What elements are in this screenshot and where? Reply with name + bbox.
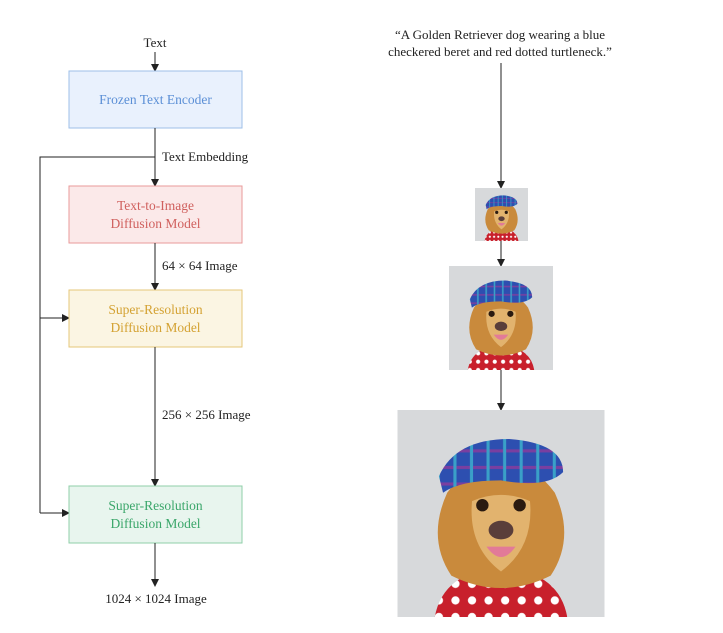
input-text-label: Text bbox=[144, 35, 167, 50]
embedding-skip-line bbox=[39, 156, 155, 513]
box-label: Super-Resolution bbox=[108, 302, 202, 317]
prompt-line-2: checkered beret and red dotted turtlenec… bbox=[388, 44, 612, 59]
box-label: Super-Resolution bbox=[108, 498, 202, 513]
prompt-line-1: “A Golden Retriever dog wearing a blue bbox=[395, 27, 605, 42]
dog-image-1024 bbox=[397, 410, 605, 617]
box-label: Text-to-Image bbox=[117, 198, 194, 213]
text-to-image-box: Text-to-Image Diffusion Model bbox=[68, 185, 243, 244]
frozen-text-encoder-box: Frozen Text Encoder bbox=[68, 70, 243, 129]
text-embedding-label: Text Embedding bbox=[162, 149, 249, 164]
dog-image-64 bbox=[475, 188, 528, 241]
output-label-256: 256 × 256 Image bbox=[162, 407, 251, 422]
box-label: Diffusion Model bbox=[110, 516, 200, 531]
super-resolution-box-1: Super-Resolution Diffusion Model bbox=[68, 289, 243, 348]
output-label-64: 64 × 64 Image bbox=[162, 258, 238, 273]
dog-image-256 bbox=[449, 266, 553, 370]
box-label: Diffusion Model bbox=[110, 320, 200, 335]
output-label-1024: 1024 × 1024 Image bbox=[105, 591, 207, 606]
super-resolution-box-2: Super-Resolution Diffusion Model bbox=[68, 485, 243, 544]
box-label: Diffusion Model bbox=[110, 216, 200, 231]
box-label: Frozen Text Encoder bbox=[99, 92, 212, 107]
